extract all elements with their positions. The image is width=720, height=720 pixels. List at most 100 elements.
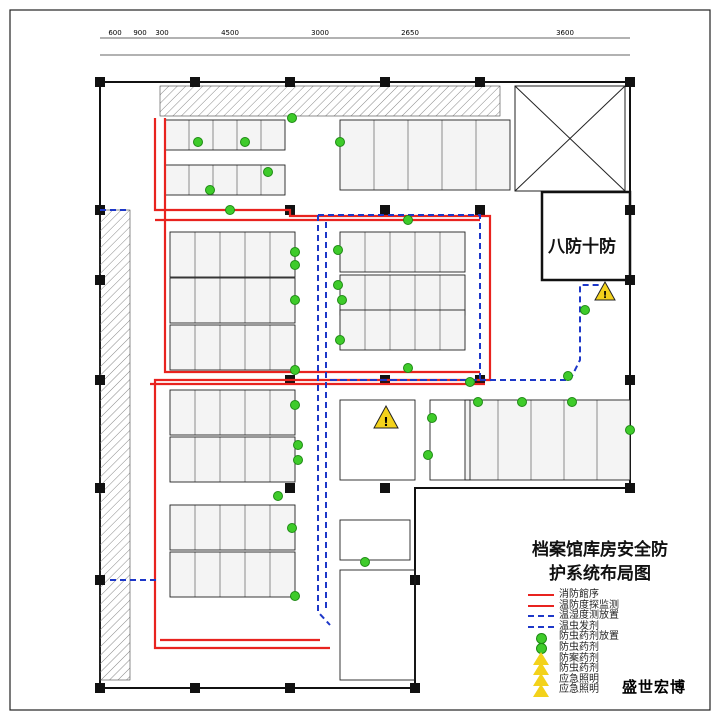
shelf-unit xyxy=(169,389,296,436)
insect-point-dot xyxy=(240,137,250,147)
legend-label: 消防館序 xyxy=(559,589,599,600)
legend-label: 温虫发剂 xyxy=(559,620,599,632)
insect-repellent-points xyxy=(193,113,635,601)
column-marker xyxy=(190,683,200,693)
green-dot-swatch xyxy=(528,632,554,644)
control-room-label: 八防十防 xyxy=(548,237,616,257)
legend-label: 防虫药剂 xyxy=(559,641,599,653)
column-marker xyxy=(625,483,635,493)
column-marker xyxy=(380,483,390,493)
insect-point-dot xyxy=(423,450,433,460)
legend-row: 防虫药剂 xyxy=(528,662,648,676)
legend-row: 防虫药剂放置 xyxy=(528,631,648,644)
column-marker xyxy=(475,205,485,215)
warning-swatch xyxy=(528,673,554,687)
shelf-unit xyxy=(339,309,466,351)
blue-dash-swatch xyxy=(528,611,554,621)
shelf-unit xyxy=(164,119,286,151)
fire-protection-lines xyxy=(150,118,492,650)
plan-title: 档案馆库房安全防 护系统布局图 xyxy=(525,538,675,586)
insect-point-dot xyxy=(293,440,303,450)
insect-point-dot xyxy=(205,185,215,195)
shelf-unit xyxy=(169,231,296,278)
legend-label: 温湿度测放置 xyxy=(559,610,619,622)
control-room xyxy=(540,190,632,282)
legend-label: 防虫药剂放置 xyxy=(559,631,619,643)
legend: 消防館序温防度探监测温湿度测放置温虫发剂防虫药剂放置防虫药剂防案药剂防虫药剂应急… xyxy=(528,589,648,697)
insect-point-dot xyxy=(225,205,235,215)
top-hatched-zone xyxy=(159,85,501,117)
insect-point-dot xyxy=(427,413,437,423)
warning-swatch xyxy=(528,662,554,676)
insect-point-dot xyxy=(333,280,343,290)
plan-title-line1: 档案馆库房安全防 xyxy=(532,540,668,560)
column-marker xyxy=(95,77,105,87)
column-marker xyxy=(625,375,635,385)
shelf-unit xyxy=(169,324,296,371)
dimension-label: 900 xyxy=(133,29,146,37)
insect-point-dot xyxy=(473,397,483,407)
column-marker xyxy=(380,77,390,87)
insect-point-dot xyxy=(287,113,297,123)
insect-point-dot xyxy=(293,455,303,465)
dimension-label: 300 xyxy=(155,29,168,37)
column-marker xyxy=(95,275,105,285)
insect-point-dot xyxy=(360,557,370,567)
legend-row: 温虫发剂 xyxy=(528,620,648,633)
insect-point-dot xyxy=(290,400,300,410)
red-line-swatch xyxy=(528,601,554,611)
legend-row: 温防度探监测 xyxy=(528,599,648,612)
dimension-label: 3000 xyxy=(311,29,329,37)
insect-point-dot xyxy=(263,167,273,177)
insect-point-dot xyxy=(403,215,413,225)
insect-point-dot xyxy=(567,397,577,407)
brand-logo-text: 盛世宏博 xyxy=(622,678,687,696)
warning-swatch xyxy=(528,683,554,697)
warning-swatch xyxy=(528,651,554,665)
dimension-label: 600 xyxy=(108,29,121,37)
legend-label: 防虫药剂 xyxy=(559,663,599,675)
top-dimension xyxy=(100,37,630,56)
column-marker xyxy=(625,77,635,87)
shelf-unit xyxy=(169,551,296,598)
column-marker xyxy=(285,683,295,693)
column-marker xyxy=(285,483,295,493)
insect-point-dot xyxy=(290,247,300,257)
insect-point-dot xyxy=(465,377,475,387)
legend-label: 应急照明 xyxy=(559,684,599,696)
shelf-unit xyxy=(169,504,296,551)
insect-point-dot xyxy=(193,137,203,147)
warning-markers: ! ! xyxy=(373,280,616,429)
insect-point-dot xyxy=(290,260,300,270)
svg-text:!: ! xyxy=(603,290,608,301)
insect-point-dot xyxy=(335,137,345,147)
shelf-unit xyxy=(339,119,511,191)
shelf-unit xyxy=(169,277,296,324)
service-rooms xyxy=(339,399,471,681)
shelf-unit xyxy=(339,274,466,316)
legend-label: 防案药剂 xyxy=(559,652,599,664)
humidity-monitor-lines xyxy=(100,209,600,626)
column-marker xyxy=(625,275,635,285)
insect-point-dot xyxy=(580,305,590,315)
insect-point-dot xyxy=(335,335,345,345)
column-marker xyxy=(625,205,635,215)
left-hatched-zone xyxy=(99,209,131,681)
column-marker xyxy=(95,575,105,585)
legend-row: 应急照明 xyxy=(528,683,648,697)
legend-row: 防案药剂 xyxy=(528,651,648,665)
dimension-label: 3600 xyxy=(556,29,574,37)
shelf-unit xyxy=(339,231,466,273)
legend-row: 消防館序 xyxy=(528,589,648,601)
svg-text:!: ! xyxy=(383,415,388,429)
dimension-label: 4500 xyxy=(221,29,239,37)
column-marker xyxy=(190,77,200,87)
insect-point-dot xyxy=(290,365,300,375)
legend-row: 应急照明 xyxy=(528,673,648,687)
column-marker xyxy=(95,483,105,493)
legend-label: 温防度探监测 xyxy=(559,599,619,611)
column-marker xyxy=(95,375,105,385)
insect-point-dot xyxy=(333,245,343,255)
